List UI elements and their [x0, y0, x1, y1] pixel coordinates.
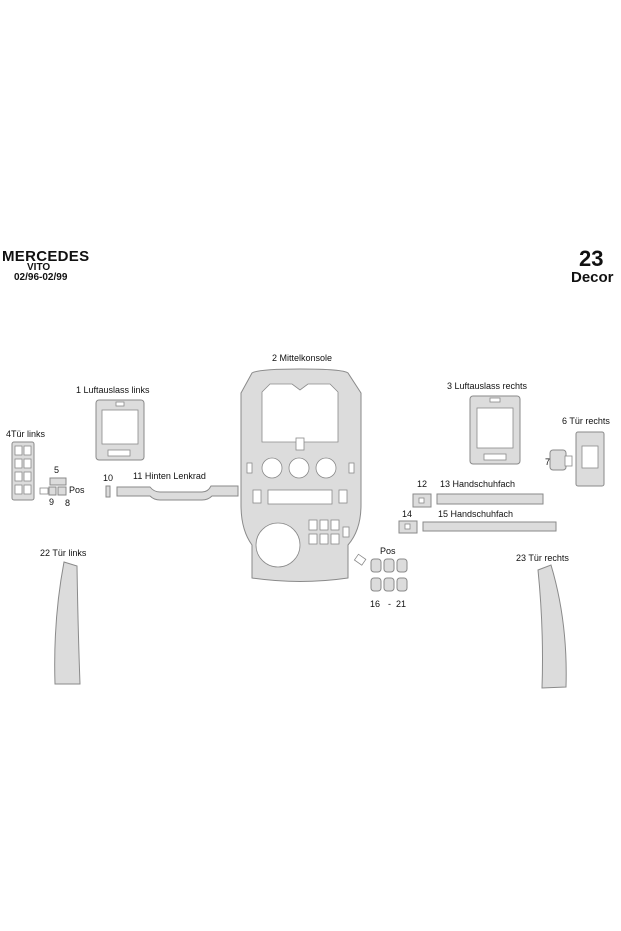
piece-count: 23 [579, 246, 604, 271]
label-13: 13 Handschuhfach [440, 479, 516, 489]
model-years: 02/96-02/99 [14, 272, 68, 283]
brand-title: MERCEDES [2, 248, 90, 265]
part-8-small [57, 486, 67, 496]
label-15: 15 Handschuhfach [438, 509, 514, 519]
label-14: 14 [402, 509, 413, 519]
model-name: VITO [27, 262, 51, 273]
label-pos-left: Pos [69, 485, 85, 495]
part-7-small [549, 449, 573, 471]
label-16-21-separator: - [388, 599, 391, 609]
kit-type: Decor [571, 269, 614, 286]
part-6-door-right [575, 431, 605, 487]
label-pos-center: Pos [380, 546, 396, 556]
label-2: 2 Mittelkonsole [272, 353, 333, 363]
label-4: 4Tür links [6, 429, 46, 439]
label-16: 16 [370, 599, 381, 609]
part-12-square [412, 493, 432, 508]
label-7: 7 [545, 457, 551, 467]
part-13-glovebox-strip [436, 493, 544, 505]
parts-16-21-buttons [353, 553, 408, 592]
part-15-glovebox-strip [422, 521, 557, 532]
part-2-center-console [240, 368, 362, 582]
label-8: 8 [65, 498, 71, 508]
label-5: 5 [54, 465, 60, 475]
label-21: 21 [396, 599, 407, 609]
label-12: 12 [417, 479, 428, 489]
part-11-steering-rear [116, 485, 239, 501]
label-23: 23 Tür rechts [516, 553, 569, 563]
part-10-strip [105, 485, 111, 498]
part-3-vent-right [469, 395, 521, 465]
part-4-door-left [11, 441, 35, 501]
part-9-small [39, 486, 57, 496]
part-23-door-right-strip [537, 564, 567, 689]
part-22-door-left-strip [54, 561, 81, 685]
label-9: 9 [49, 497, 55, 507]
label-3: 3 Luftauslass rechts [447, 381, 528, 391]
part-1-vent-left [95, 399, 145, 461]
label-1: 1 Luftauslass links [76, 385, 150, 395]
part-5-small [49, 477, 67, 486]
label-10: 10 [103, 473, 114, 483]
part-14-square [398, 520, 418, 534]
label-6: 6 Tür rechts [562, 416, 610, 426]
label-22: 22 Tür links [40, 548, 87, 558]
label-11: 11 Hinten Lenkrad [133, 471, 206, 481]
